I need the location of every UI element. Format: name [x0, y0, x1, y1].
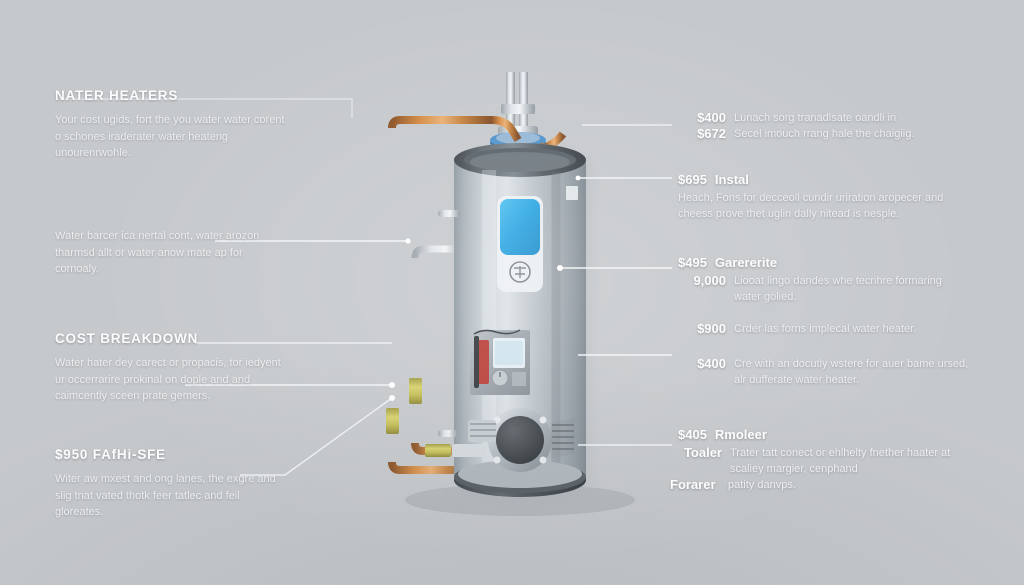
cost-desc: patity danvps.	[728, 479, 796, 491]
cost-item-forarer: Forarer patity danvps.	[670, 477, 970, 493]
section-heading: $950 FAfHi-SFE	[55, 447, 166, 462]
cost-desc: Cre with an docutly wstere for auer bame…	[734, 358, 969, 386]
cost-price: 9,000	[693, 273, 726, 288]
cost-item-implecal: $900 Crder las forns implecal water heat…	[678, 321, 978, 337]
steel-secondary-pipe	[411, 245, 470, 259]
cost-desc: Heach, Fons for decceoll cundir uriratio…	[678, 192, 944, 220]
section-water-heaters: NATER HEATERS Your cost ugids, fort the …	[55, 88, 285, 162]
drain-valve	[452, 420, 496, 457]
section-cost-breakdown: COST BREAKDOWN Water hater dey carect or…	[55, 331, 285, 405]
blue-product-label	[497, 196, 543, 292]
rating-plate	[566, 186, 578, 200]
cost-price: $400	[697, 110, 726, 125]
tank-side-nipple-lower	[438, 430, 458, 437]
tank-base-ring	[454, 460, 586, 497]
copper-outlet-pipe	[411, 258, 468, 455]
section-water-barcer: Water barcer ica nertal cont, water aroz…	[55, 228, 285, 278]
section-body: Witer aw mxest and ong lanes, the exgre …	[55, 473, 276, 518]
tank-side-nipple	[438, 210, 460, 217]
cost-item-rmoleer: $405 Rmoleer	[678, 427, 978, 442]
burner-access-port	[488, 408, 552, 472]
cost-price: $900	[697, 321, 726, 336]
section-heading: COST BREAKDOWN	[55, 331, 199, 346]
cost-price: $405	[678, 427, 707, 442]
section-body: Water barcer ica nertal cont, water aroz…	[55, 230, 260, 275]
cost-price: Toaler	[683, 445, 722, 460]
cost-item-anode-rod: $400 Lunach sorg tranadlsate oandli in	[678, 110, 978, 126]
cost-item-dufferate: $400 Cre with an docutly wstere for auer…	[678, 356, 984, 388]
cost-title: Garererite	[714, 255, 778, 270]
cost-price: $400	[697, 356, 726, 371]
section-body: Water hater dey carect or propacis, tor …	[55, 357, 281, 402]
cost-price: $495	[678, 255, 707, 270]
cost-desc: Crder las forns implecal water heater.	[734, 323, 917, 335]
gas-control-panel	[470, 329, 530, 395]
tank-ground-shadow	[405, 484, 635, 516]
cost-item-garerente-capacity: 9,000 Liooat lingo dandes whe tecnhre fo…	[670, 273, 970, 305]
cost-item-garerente: $495 Garererite	[678, 255, 978, 270]
cost-item-install: $695 Instal Heach, Fons for decceoll cun…	[678, 172, 978, 222]
insulated-tank-shell	[454, 143, 586, 497]
cost-price: $672	[697, 126, 726, 141]
cost-desc: Lunach sorg tranadlsate oandli in	[734, 112, 897, 124]
section-body: Your cost ugids, fort the you water wate…	[55, 114, 285, 159]
brass-union-fitting	[425, 444, 451, 457]
cost-desc: Secel imouch rrang hale the chaigiig.	[734, 128, 915, 140]
brass-union-fitting	[409, 378, 422, 404]
cost-item-recirculation: $672 Secel imouch rrang hale the chaigii…	[678, 126, 984, 142]
leader-endpoints	[389, 175, 581, 401]
cost-title: Rmoleer	[714, 427, 767, 442]
cost-desc: Liooat lingo dandes whe tecnhre formarin…	[734, 275, 942, 303]
cost-price: Forarer	[670, 477, 716, 492]
flue-vent-pipe	[498, 72, 538, 140]
copper-top-elbow	[491, 116, 522, 143]
cost-price: $695	[678, 172, 707, 187]
cost-title: Instal	[714, 172, 749, 187]
cost-item-toaler: Toaler Trater tatt conect or ehlhelty fn…	[672, 445, 978, 477]
air-intake-louvers	[551, 418, 575, 458]
brass-union-fitting	[386, 408, 399, 434]
cost-desc: Trater tatt conect or ehlhelty fnether h…	[730, 447, 951, 475]
section-heading: NATER HEATERS	[55, 88, 179, 103]
section-fath-see: $950 FAfHi-SFE Witer aw mxest and ong la…	[55, 447, 285, 521]
